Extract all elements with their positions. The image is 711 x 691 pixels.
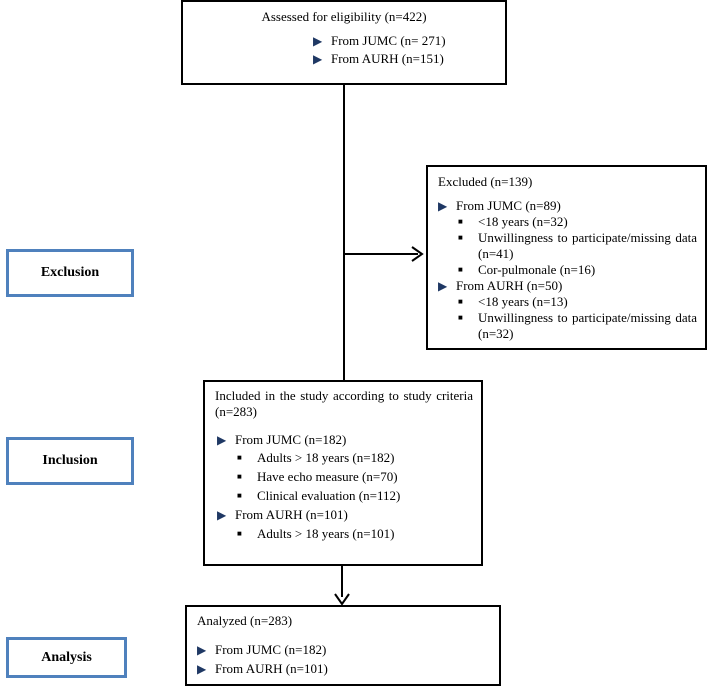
excluded-title: Excluded (n=139): [438, 174, 533, 189]
square-bullet-icon: ■: [237, 529, 242, 538]
triangle-bullet-icon: ▶: [217, 433, 227, 447]
included-group-aurh: ▶ From AURH (n=101): [217, 507, 348, 522]
excluded-group-jumc: ▶ From JUMC (n=89): [438, 198, 561, 213]
square-bullet-icon: ■: [458, 265, 463, 274]
included-item: ■ Adults > 18 years (n=182): [237, 450, 395, 465]
included-group-jumc: ▶ From JUMC (n=182): [217, 432, 347, 447]
square-bullet-icon: ■: [237, 491, 242, 500]
triangle-bullet-icon: ▶: [313, 34, 323, 48]
excluded-item: ■ Unwillingness to participate/missing d…: [458, 310, 697, 341]
analyzed-title: Analyzed (n=283): [197, 613, 293, 628]
assessed-item: ▶ From AURH (n=151): [313, 51, 444, 66]
triangle-bullet-icon: ▶: [197, 643, 207, 657]
stage-inclusion: Inclusion: [6, 437, 134, 485]
included-title: Included in the study according to study…: [215, 388, 473, 419]
triangle-bullet-icon: ▶: [313, 52, 323, 66]
analyzed-item: ▶ From AURH (n=101): [197, 661, 328, 676]
triangle-bullet-icon: ▶: [438, 279, 448, 293]
square-bullet-icon: ■: [237, 453, 242, 462]
square-bullet-icon: ■: [458, 233, 463, 242]
excluded-item: ■ Unwillingness to participate/missing d…: [458, 230, 697, 261]
included-item: ■ Have echo measure (n=70): [237, 469, 398, 484]
square-bullet-icon: ■: [458, 217, 463, 226]
included-item: ■ Adults > 18 years (n=101): [237, 526, 395, 541]
assessed-item: ▶ From JUMC (n= 271): [313, 33, 446, 48]
square-bullet-icon: ■: [237, 472, 242, 481]
excluded-item: ■ Cor-pulmonale (n=16): [458, 262, 596, 277]
included-box: Included in the study according to study…: [203, 380, 483, 566]
arrow-to-excluded: [411, 246, 424, 262]
assessed-title: Assessed for eligibility (n=422): [261, 9, 427, 24]
arrow-to-analyzed: [334, 593, 350, 606]
assessed-box: Assessed for eligibility (n=422) ▶ From …: [181, 0, 507, 85]
triangle-bullet-icon: ▶: [438, 199, 448, 213]
triangle-bullet-icon: ▶: [197, 662, 207, 676]
connector-exclusion-horizontal: [344, 253, 418, 255]
excluded-item: ■ <18 years (n=13): [458, 294, 568, 309]
excluded-box: Excluded (n=139) ▶ From JUMC (n=89) ■ <1…: [426, 165, 707, 350]
square-bullet-icon: ■: [458, 313, 463, 322]
stage-analysis: Analysis: [6, 637, 127, 678]
stage-exclusion: Exclusion: [6, 249, 134, 297]
square-bullet-icon: ■: [458, 297, 463, 306]
connector-main-vertical: [343, 84, 345, 486]
excluded-item: ■ <18 years (n=32): [458, 214, 568, 229]
included-item: ■ Clinical evaluation (n=112): [237, 488, 401, 503]
triangle-bullet-icon: ▶: [217, 508, 227, 522]
excluded-group-aurh: ▶ From AURH (n=50): [438, 278, 563, 293]
analyzed-box: Analyzed (n=283) ▶ From JUMC (n=182) ▶ F…: [185, 605, 501, 686]
analyzed-item: ▶ From JUMC (n=182): [197, 642, 327, 657]
connector-inclusion-to-analysis: [341, 565, 343, 597]
